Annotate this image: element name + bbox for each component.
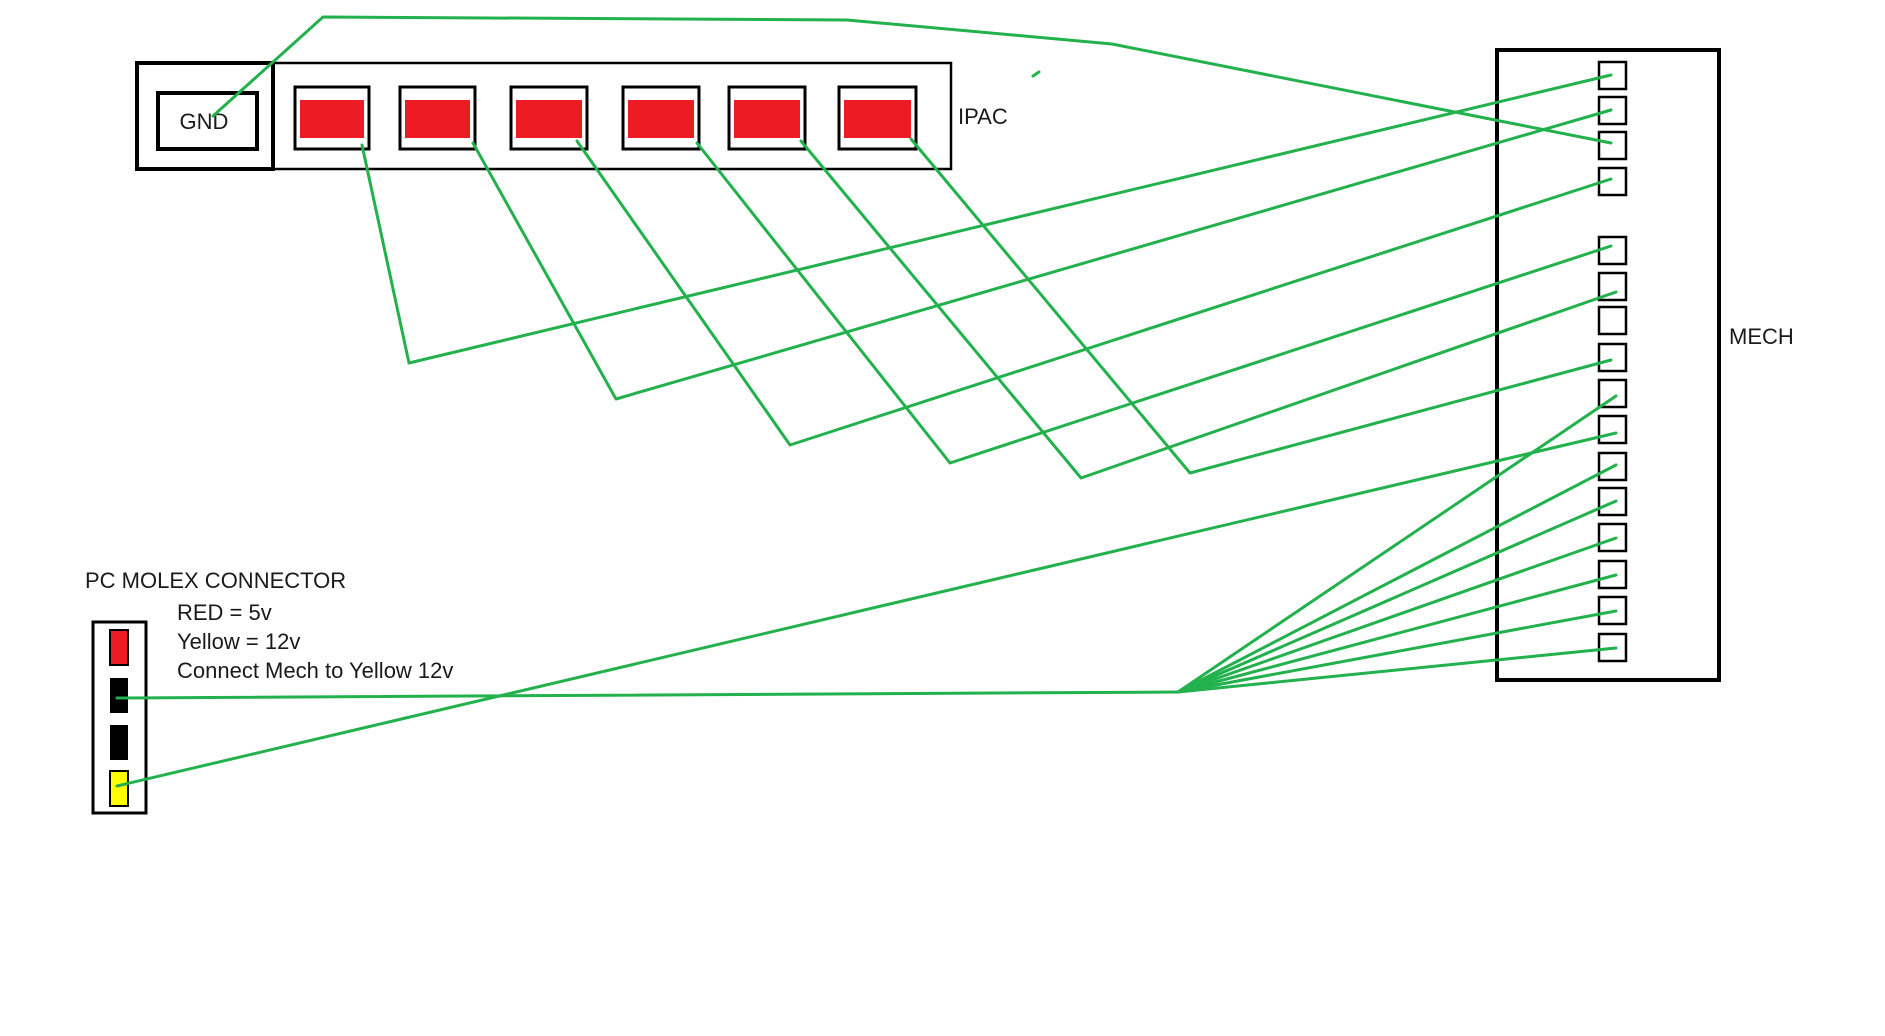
wire-hub-to-mech-16 [1176, 646, 1618, 694]
ipac-body-outline [271, 61, 953, 171]
mech-pin-2 [1597, 95, 1628, 126]
wire-ipac-4-to-mech-5 [695, 141, 1613, 465]
molex-pin-black-1 [110, 678, 128, 713]
mech-pin-7 [1597, 305, 1628, 336]
wire-hub-to-mech-14 [1176, 573, 1618, 694]
wire-hub-to-mech-12 [1176, 499, 1618, 694]
gnd-terminal [156, 91, 259, 151]
wire-gnd-to-mech-3 [211, 15, 1613, 145]
mech-pin-6 [1597, 271, 1628, 302]
wire-molex-yellow-to-mech-10 [115, 431, 1618, 788]
ipac-pin-frame-1 [293, 85, 371, 151]
ipac-pin-frame-3 [509, 85, 589, 151]
ipac-pin-frame-6 [837, 85, 918, 151]
molex-connector: PC MOLEX CONNECTOR RED = 5v Yellow = 12v… [85, 568, 453, 815]
legend-yellow: Yellow = 12v [177, 629, 300, 654]
ipac-pin-frame-5 [727, 85, 807, 151]
wire-hub-to-mech-13 [1176, 536, 1618, 694]
wire-ipac-5-to-mech-6 [799, 139, 1618, 480]
ipac-pin-2 [405, 100, 470, 138]
ipac-pin-frame-2 [398, 85, 477, 151]
ipac-pin-3 [516, 100, 582, 138]
mech-pin-3 [1597, 130, 1628, 161]
wire-hub-to-mech-15 [1176, 609, 1618, 694]
mech-pin-15 [1597, 595, 1628, 626]
wire-ipac-6-to-mech-8 [909, 137, 1613, 475]
mech-pin-16 [1597, 632, 1628, 663]
mech-pin-14 [1597, 559, 1628, 590]
gnd-label: GND [180, 109, 229, 134]
wire-molex-black-to-hub [115, 690, 1180, 700]
mech-pin-12 [1597, 486, 1628, 517]
mech-pin-5 [1597, 235, 1628, 266]
mech-pin-10 [1597, 414, 1628, 445]
legend-connect: Connect Mech to Yellow 12v [177, 658, 453, 683]
mech-block: MECH [1495, 48, 1794, 682]
ipac-label: IPAC [958, 104, 1008, 129]
stray-mark [1031, 70, 1041, 78]
wire-hub-to-mech-9 [1176, 394, 1618, 694]
molex-outline [91, 620, 148, 815]
ipac-pin-6 [844, 100, 911, 138]
wire-ipac-1-to-mech-1 [360, 73, 1613, 365]
ipac-pin-4 [628, 100, 694, 138]
wire-hub-to-mech-11 [1176, 463, 1618, 694]
ipac-board: GND IPAC [135, 61, 1008, 171]
mech-label: MECH [1729, 324, 1794, 349]
ipac-pin-frame-4 [621, 85, 701, 151]
wires [115, 15, 1618, 788]
mech-pin-8 [1597, 342, 1628, 373]
molex-pin-yellow [109, 770, 129, 807]
mech-pin-13 [1597, 522, 1628, 553]
molex-pin-red [109, 629, 129, 666]
mech-pin-1 [1597, 60, 1628, 91]
mech-pin-11 [1597, 451, 1628, 482]
mech-outline [1495, 48, 1721, 682]
wire-ipac-2-to-mech-2 [471, 108, 1613, 401]
ipac-pin-5 [734, 100, 800, 138]
legend-red: RED = 5v [177, 600, 272, 625]
ipac-pin-1 [300, 100, 364, 138]
wire-ipac-3-to-mech-4 [575, 139, 1613, 447]
molex-pin-black-2 [110, 725, 128, 760]
mech-pin-9 [1597, 378, 1628, 409]
ipac-pins [293, 85, 918, 151]
molex-title: PC MOLEX CONNECTOR [85, 568, 346, 593]
